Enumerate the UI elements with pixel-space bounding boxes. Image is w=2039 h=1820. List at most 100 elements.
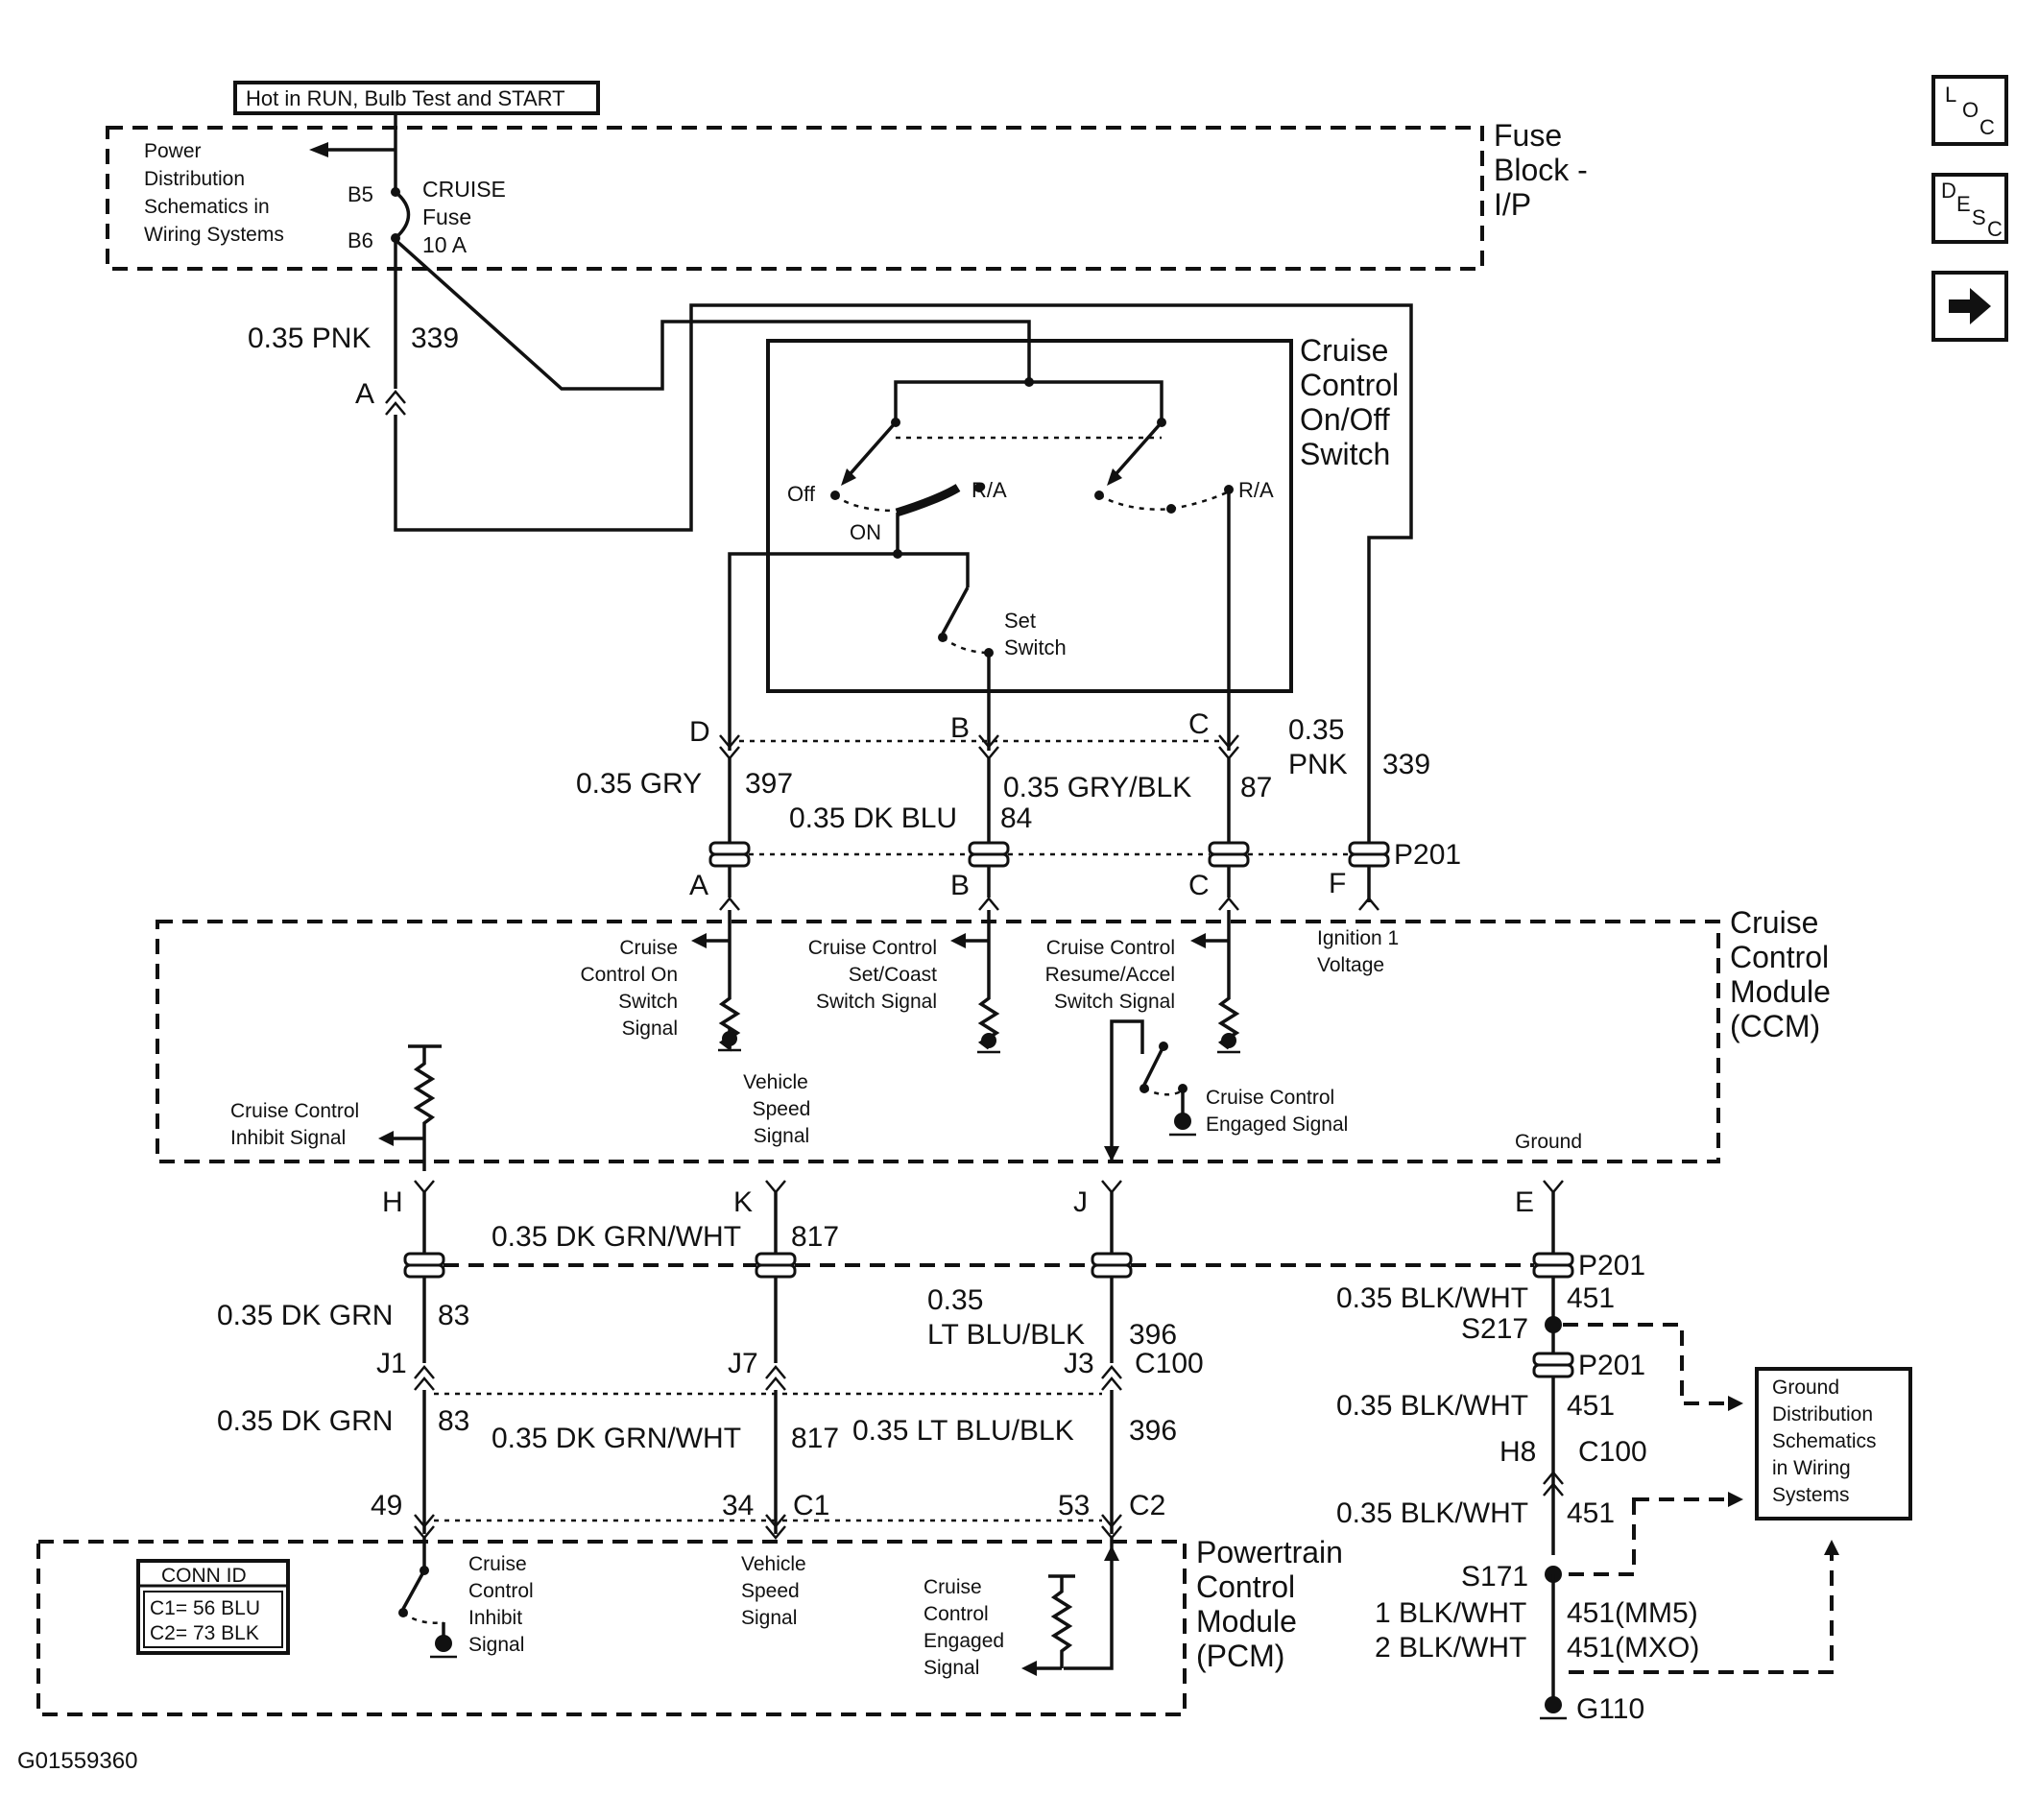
- wire-339-switch-feed: [394, 238, 1031, 391]
- splice-s217-label: S217: [1461, 1313, 1528, 1345]
- next-page-button[interactable]: [1931, 271, 2008, 342]
- ccm-on-signal-1: Cruise: [619, 937, 678, 959]
- switch-blade-right-arrow: [1107, 468, 1122, 486]
- switch-title-2: Control: [1300, 368, 1399, 402]
- ccm-title-3: Module: [1730, 974, 1831, 1009]
- power-dist-note-3: Schematics in: [144, 196, 270, 218]
- wire-397-number: 397: [745, 768, 793, 800]
- pcm-c2-label: C2: [1129, 1490, 1165, 1521]
- pcm-outline: [36, 1540, 1187, 1716]
- pcm-pin-49: 49: [371, 1490, 402, 1521]
- wire-451-gauge-1: 0.35 BLK/WHT: [1336, 1282, 1528, 1314]
- pcm-title-1: Powertrain: [1196, 1535, 1343, 1569]
- wire-339b-number: 339: [1382, 749, 1430, 780]
- pcm-title-4: (PCM): [1196, 1639, 1284, 1673]
- fuse-block-title-2: Block -: [1494, 153, 1588, 187]
- ccm-ground-label: Ground: [1515, 1131, 1582, 1153]
- wire-339b-gauge-2: PNK: [1288, 749, 1348, 780]
- pcm-c1-label: C1: [793, 1490, 829, 1521]
- g110-arrow-icon: [1824, 1540, 1839, 1555]
- wire-396-gauge-upper-2: LT BLU/BLK: [927, 1319, 1085, 1351]
- ground-dist-3: Schematics: [1772, 1430, 1877, 1452]
- switch-title-3: On/Off: [1300, 402, 1390, 437]
- ccm-vss-2: Speed: [753, 1098, 811, 1120]
- wire-396-gauge-lower: 0.35 LT BLU/BLK: [852, 1415, 1074, 1447]
- c100-pin-j1-icon: [414, 1365, 435, 1391]
- wire-396-number-lower: 396: [1129, 1415, 1177, 1447]
- conn-id-box: [136, 1559, 290, 1655]
- p201-pin-b: B: [950, 870, 970, 901]
- splice-s171-label: S171: [1461, 1561, 1528, 1592]
- p201-lower-terminal: [1532, 1352, 1574, 1378]
- pcm-engaged-2: Control: [924, 1603, 989, 1625]
- loc-button[interactable]: L O C: [1931, 75, 2008, 146]
- ccm-pin-c-icon: [1218, 897, 1239, 911]
- ccm-engaged-2: Engaged Signal: [1206, 1114, 1348, 1136]
- splice-s217: [1545, 1316, 1562, 1333]
- p201-top-terminals: [708, 841, 1390, 868]
- ccm-title-2: Control: [1730, 940, 1829, 974]
- contact-right-arc-2: [1170, 490, 1230, 511]
- wire-451-number-3: 451: [1567, 1497, 1615, 1529]
- wire-451-mxo-gauge: 2 BLK/WHT: [1375, 1632, 1526, 1664]
- ccm-inhibit-1: Cruise Control: [230, 1100, 359, 1122]
- contact-on-label: ON: [850, 520, 881, 544]
- s171-arrow-icon: [1728, 1492, 1743, 1507]
- c100-pin-h8: H8: [1499, 1436, 1536, 1468]
- wire-339a-gauge: 0.35 PNK: [248, 323, 371, 354]
- ccm-resume-signal-resistor: [1190, 910, 1240, 1054]
- ccm-on-signal-3: Switch: [618, 991, 678, 1013]
- c100-pin-j3-icon: [1101, 1365, 1122, 1391]
- power-dist-arrow-icon: [309, 142, 328, 157]
- ccm-inhibit-resistor: [378, 1044, 442, 1171]
- wire-339-loop: [394, 303, 1413, 902]
- pcm-inhibit-3: Inhibit: [468, 1607, 522, 1629]
- contact-right-arc-1: [1098, 493, 1172, 511]
- set-switch-blade: [941, 587, 970, 635]
- p201-label-lower: P201: [1578, 1350, 1645, 1381]
- wire-817-gauge-lower: 0.35 DK GRN/WHT: [492, 1423, 741, 1454]
- switch-title-4: Switch: [1300, 437, 1390, 471]
- desc-letter-d: D: [1941, 179, 1956, 203]
- ccm-pin-h-icon: [414, 1180, 435, 1194]
- wire-397-switch-internal: [728, 552, 970, 751]
- c100-label-lower: C100: [1578, 1436, 1647, 1468]
- p201-pin-a: A: [689, 870, 708, 901]
- wire-83-number-upper: 83: [438, 1300, 469, 1331]
- fuse-b5-label: B5: [348, 182, 373, 206]
- ccm-ign-1: Ignition 1: [1317, 927, 1399, 949]
- wire-83-gauge-upper: 0.35 DK GRN: [217, 1300, 393, 1331]
- s217-arrow-icon: [1728, 1396, 1743, 1411]
- wire-84-gauge: 0.35 DK BLU: [789, 802, 957, 834]
- p201-pin-k: K: [733, 1186, 753, 1218]
- ccm-title-4: (CCM): [1730, 1009, 1820, 1043]
- power-dist-note-1: Power: [144, 140, 202, 162]
- on-off-switch-box: [766, 339, 1293, 693]
- ccm-outline: [156, 920, 1720, 1163]
- set-switch-arc: [942, 636, 990, 655]
- c100-pin-j1: J1: [376, 1348, 407, 1379]
- ccm-vss-3: Signal: [754, 1125, 809, 1147]
- connector-a-icon: [385, 390, 406, 416]
- ccm-set-signal-resistor: [950, 910, 1000, 1054]
- arrow-right-icon: [1949, 288, 1991, 324]
- power-dist-note-2: Distribution: [144, 168, 245, 190]
- p201-bottom-terminals: [403, 1252, 1574, 1279]
- wire-451-number-1: 451: [1567, 1282, 1615, 1314]
- ccm-set-signal-2: Set/Coast: [849, 964, 937, 986]
- c100-pin-j7-icon: [765, 1365, 786, 1391]
- ccm-pin-b-icon: [978, 897, 999, 911]
- pcm-title-3: Module: [1196, 1604, 1297, 1639]
- fuse-name-1: CRUISE: [422, 177, 506, 202]
- fuse-block-title-3: I/P: [1494, 187, 1531, 222]
- desc-button[interactable]: D E S C: [1931, 173, 2008, 244]
- wire-817-number-lower: 817: [791, 1423, 839, 1454]
- wire-397-gauge: 0.35 GRY: [576, 768, 702, 800]
- pcm-pin-53: 53: [1058, 1490, 1090, 1521]
- ccm-engaged-switch: [1104, 1019, 1196, 1161]
- wire-451-mm5-gauge: 1 BLK/WHT: [1375, 1597, 1526, 1629]
- wire-451-mm5-number: 451(MM5): [1567, 1597, 1698, 1629]
- wire-84-number: 84: [1000, 802, 1032, 834]
- ccm-pin-e-icon: [1543, 1180, 1564, 1194]
- wire-83-gauge-lower: 0.35 DK GRN: [217, 1405, 393, 1437]
